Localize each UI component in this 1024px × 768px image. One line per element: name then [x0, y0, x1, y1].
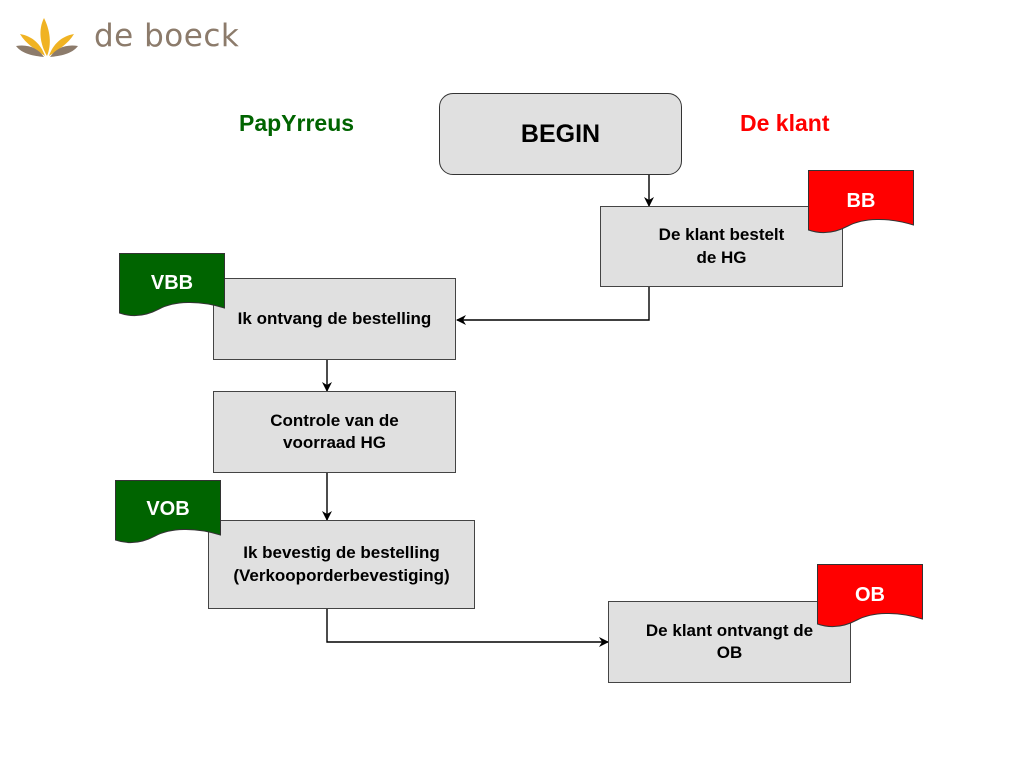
leaf-logo-icon [16, 18, 78, 57]
document-label-vbb: VBB [150, 272, 194, 294]
document-bb: BB [808, 170, 914, 236]
logo-text: de boeck [94, 18, 240, 54]
node-check-stock: Controle van de voorraad HG [213, 391, 456, 473]
document-label-ob: OB [855, 584, 885, 606]
document-label-bb: BB [846, 190, 876, 212]
node-customer-receives: De klant ontvangt de OB [608, 601, 851, 683]
lane-label-de-klant: De klant [740, 110, 830, 136]
document-shape [115, 480, 221, 544]
lane-label-papyrreus: PapYrreus [239, 110, 355, 136]
document-vbb: VBB [119, 253, 225, 319]
document-shape [808, 170, 914, 234]
document-label-vob: VOB [146, 498, 190, 520]
arrow-confirm-to-receives [326, 609, 609, 647]
node-confirm-order: Ik bevestig de bestelling (Verkooporderb… [208, 520, 475, 609]
document-vob: VOB [115, 480, 221, 546]
arrow-order-to-receive [456, 287, 650, 325]
node-receive-order: Ik ontvang de bestelling [213, 278, 456, 360]
document-shape [119, 253, 225, 317]
document-ob: OB [817, 564, 923, 630]
begin-node: BEGIN [439, 93, 682, 175]
node-customer-orders: De klant bestelt de HG [600, 206, 843, 287]
logo: de boeck [14, 12, 239, 60]
document-shape [817, 564, 923, 628]
